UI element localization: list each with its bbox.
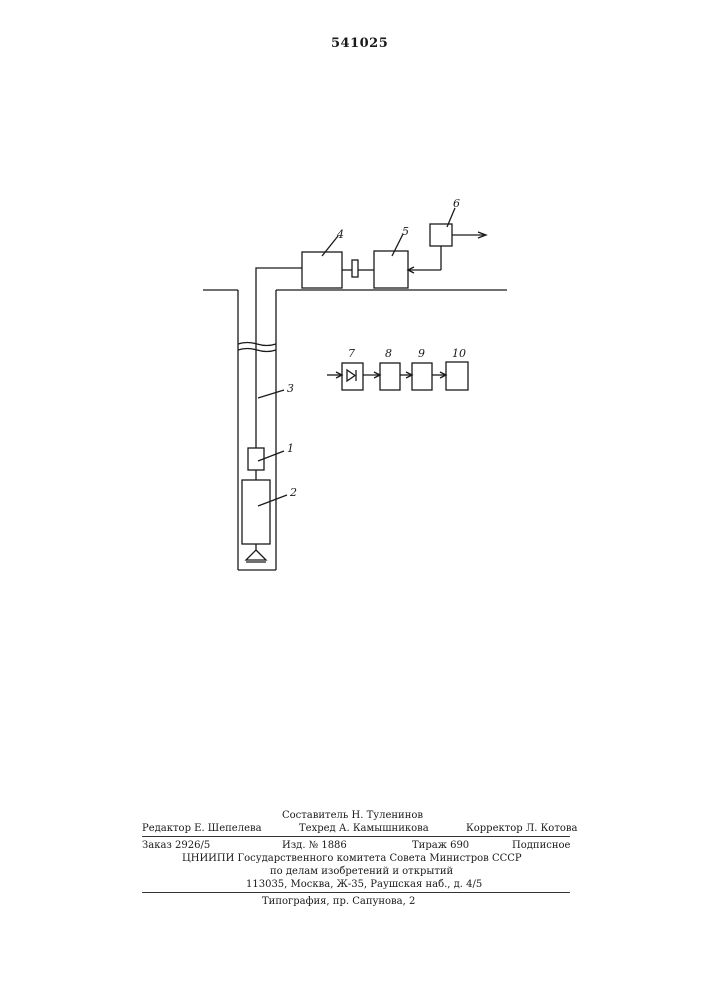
label-9: 9	[418, 347, 425, 360]
divider-bottom	[142, 892, 570, 893]
label-8: 8	[385, 347, 392, 360]
institute-line-2: по делам изобретений и открытий	[270, 865, 453, 879]
label-3: 3	[287, 382, 294, 395]
coupling	[352, 260, 358, 277]
label-1: 1	[287, 442, 294, 455]
techeditor: Техред А. Камышникова	[299, 822, 429, 836]
label-4: 4	[336, 228, 344, 241]
circulation: Тираж 690	[412, 839, 469, 853]
publication: Изд. № 1886	[282, 839, 347, 853]
corrector: Корректор Л. Котова	[466, 822, 577, 836]
block-6	[430, 224, 452, 246]
probe-tip	[246, 544, 266, 560]
level-wave-2	[238, 349, 276, 352]
cable-3	[256, 268, 302, 448]
subscription: Подписное	[512, 839, 570, 853]
block-9	[412, 363, 432, 390]
compiler: Составитель Н. Туленинов	[282, 809, 423, 823]
label-6: 6	[453, 197, 460, 210]
diode-symbol	[347, 370, 355, 381]
block-4	[302, 252, 342, 288]
level-wave-1	[238, 343, 276, 346]
label-7: 7	[348, 347, 355, 360]
block-10	[446, 362, 468, 390]
label-10: 10	[452, 347, 466, 360]
printer: Типография, пр. Сапунова, 2	[262, 895, 415, 909]
institute-line-1: ЦНИИПИ Государственного комитета Совета …	[182, 852, 522, 866]
divider-top	[142, 836, 570, 837]
order: Заказ 2926/5	[142, 839, 210, 853]
address: 113035, Москва, Ж-35, Раушская наб., д. …	[246, 878, 482, 892]
block-5	[374, 251, 408, 288]
label-5: 5	[402, 225, 409, 238]
block-8	[380, 363, 400, 390]
label-2: 2	[289, 486, 297, 499]
editor: Редактор Е. Шепелева	[142, 822, 262, 836]
probe-body-2	[242, 480, 270, 544]
